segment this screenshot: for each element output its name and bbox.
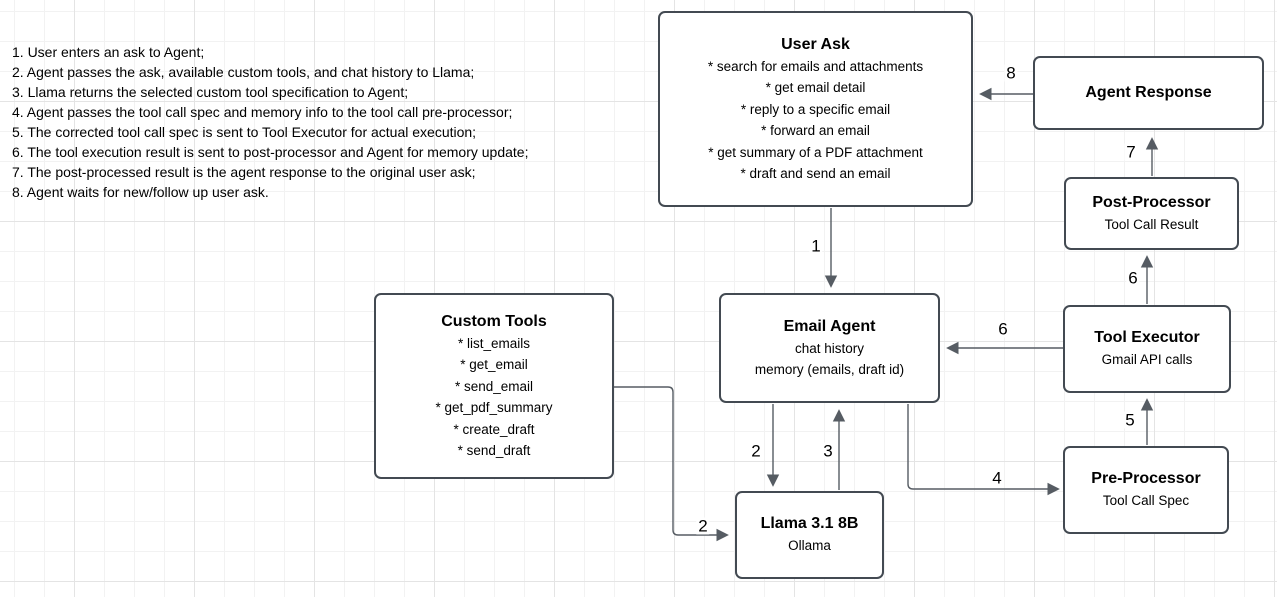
text-line: * send_email — [454, 378, 534, 394]
node-llama-subtitle: Ollama — [788, 538, 831, 554]
node-post-processor-title: Post-Processor — [1092, 193, 1211, 211]
step-list: 1. User enters an ask to Agent; 2. Agent … — [12, 42, 652, 202]
node-pre-processor[interactable]: Pre-Processor Tool Call Spec — [1063, 446, 1229, 534]
step-item: 2. Agent passes the ask, available custo… — [12, 64, 475, 80]
edge-label-1: 1 — [809, 236, 823, 256]
text-line: * get_email — [460, 357, 528, 372]
edge-label-2-tools-llama: 2 — [696, 516, 710, 536]
text-line: * list_emails — [457, 335, 531, 351]
node-user-ask-lines: * search for emails and attachments * get… — [708, 56, 923, 185]
text-line: * get_pdf_summary — [435, 400, 553, 415]
node-email-agent-lines: chat history memory (emails, draft id) — [755, 338, 904, 381]
text-line: * reply to a specific email — [740, 101, 891, 117]
step-item: 8. Agent waits for new/follow up user as… — [12, 184, 269, 200]
node-custom-tools-lines: * list_emails * get_email * send_email * ge… — [435, 333, 552, 462]
edge-label-6-executor-agent: 6 — [996, 319, 1010, 339]
step-item: 7. The post-processed result is the agen… — [12, 164, 476, 180]
node-agent-response[interactable]: Agent Response — [1033, 56, 1264, 130]
text-line: * create_draft — [453, 421, 535, 437]
text-line: memory (emails, draft id) — [754, 362, 905, 377]
edge-label-6-executor-post: 6 — [1126, 268, 1140, 288]
node-llama-title: Llama 3.1 8B — [760, 515, 859, 533]
text-line: * get email detail — [765, 80, 866, 95]
node-pre-processor-title: Pre-Processor — [1091, 470, 1201, 488]
node-llama[interactable]: Llama 3.1 8B Ollama — [735, 491, 884, 579]
node-tool-executor-subtitle: Gmail API calls — [1101, 352, 1193, 368]
step-item: 1. User enters an ask to Agent; — [12, 44, 205, 60]
step-item: 5. The corrected tool call spec is sent … — [12, 124, 477, 140]
node-agent-response-title: Agent Response — [1085, 84, 1212, 101]
node-post-processor[interactable]: Post-Processor Tool Call Result — [1064, 177, 1239, 250]
step-item: 6. The tool execution result is sent to … — [12, 144, 529, 160]
node-email-agent-title: Email Agent — [783, 317, 876, 335]
node-custom-tools[interactable]: Custom Tools * list_emails * get_email * s… — [374, 293, 614, 479]
node-tool-executor-title: Tool Executor — [1094, 329, 1200, 347]
edge-label-8: 8 — [1004, 63, 1018, 83]
node-email-agent[interactable]: Email Agent chat history memory (emails, … — [719, 293, 940, 403]
edge-label-2-agent-llama: 2 — [749, 441, 763, 461]
node-user-ask-title: User Ask — [781, 35, 850, 53]
step-item: 4. Agent passes the tool call spec and m… — [12, 104, 513, 120]
node-pre-processor-subtitle: Tool Call Spec — [1102, 493, 1190, 509]
text-line: chat history — [794, 340, 865, 356]
text-line: * send_draft — [457, 443, 531, 458]
edge-label-7: 7 — [1124, 142, 1138, 162]
edge-2-custom-tools-to-llama — [614, 386, 729, 542]
step-item: 3. Llama returns the selected custom too… — [12, 84, 409, 100]
node-tool-executor[interactable]: Tool Executor Gmail API calls — [1063, 305, 1231, 393]
text-line: * draft and send an email — [740, 166, 891, 181]
text-line: * search for emails and attachments — [707, 58, 924, 74]
node-user-ask[interactable]: User Ask * search for emails and attachm… — [658, 11, 973, 207]
text-line: * forward an email — [761, 123, 870, 138]
edge-label-4: 4 — [990, 468, 1004, 488]
edge-label-3: 3 — [821, 441, 835, 461]
edge-label-5: 5 — [1123, 410, 1137, 430]
node-post-processor-subtitle: Tool Call Result — [1104, 216, 1199, 232]
node-custom-tools-title: Custom Tools — [441, 312, 547, 330]
text-line: * get summary of a PDF attachment — [708, 144, 923, 160]
edge-4-email-agent-to-pre-processor — [907, 404, 1060, 496]
